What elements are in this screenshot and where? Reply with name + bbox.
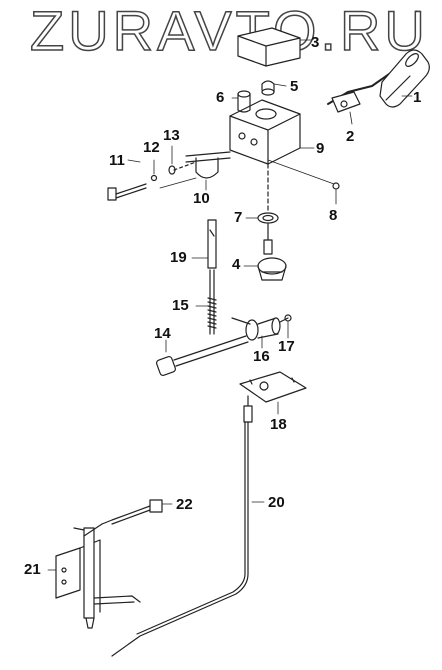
- part-4-swivel: [257, 223, 287, 281]
- callout-4: 4: [232, 256, 241, 273]
- corner-mark: ~: [414, 6, 421, 15]
- callout-16: 16: [253, 348, 270, 365]
- callout-3: 3: [311, 34, 320, 51]
- callout-11: 11: [109, 152, 125, 169]
- callout-5: 5: [290, 78, 299, 95]
- callout-21: 21: [24, 561, 41, 578]
- callout-19: 19: [170, 249, 187, 266]
- part-11-bolt: [107, 183, 147, 201]
- callout-14: 14: [154, 325, 171, 342]
- watermark: ZURAVTO.RU: [29, 0, 429, 62]
- callout-22: 22: [176, 496, 193, 513]
- part-21-bracket: [55, 523, 141, 629]
- part-6-pin: [237, 90, 251, 113]
- callout-13: 13: [163, 127, 180, 144]
- part-9-housing: [229, 99, 301, 165]
- callout-9: 9: [316, 140, 325, 157]
- part-15-threaded-rod: [207, 269, 217, 335]
- callout-6: 6: [216, 89, 225, 106]
- part-17-clip: [279, 314, 292, 323]
- callout-20: 20: [268, 494, 285, 511]
- part-10-bracket: [185, 151, 231, 179]
- callout-7: 7: [234, 209, 243, 226]
- callout-10: 10: [193, 190, 210, 207]
- callout-17: 17: [278, 338, 295, 355]
- callout-12: 12: [143, 139, 160, 156]
- part-18-plate: [239, 371, 307, 403]
- callout-8: 8: [329, 207, 338, 224]
- part-19-rod: [207, 219, 217, 269]
- part-5-knob: [261, 80, 275, 96]
- callout-2: 2: [346, 128, 355, 145]
- part-20-cable: [111, 395, 253, 657]
- part-7-ring: [257, 212, 279, 224]
- callout-18: 18: [270, 416, 287, 433]
- callout-1: 1: [413, 89, 422, 106]
- part-14-bolt: [155, 335, 249, 377]
- part-16-pivot: [231, 317, 281, 341]
- part-22-connector: [101, 499, 163, 525]
- part-1-lever: [327, 49, 430, 108]
- callout-15: 15: [172, 297, 189, 314]
- part-2-clamp: [331, 91, 361, 113]
- part-3-cover: [237, 27, 301, 67]
- part-12-washer: [150, 174, 158, 182]
- part-8-nut: [332, 182, 340, 190]
